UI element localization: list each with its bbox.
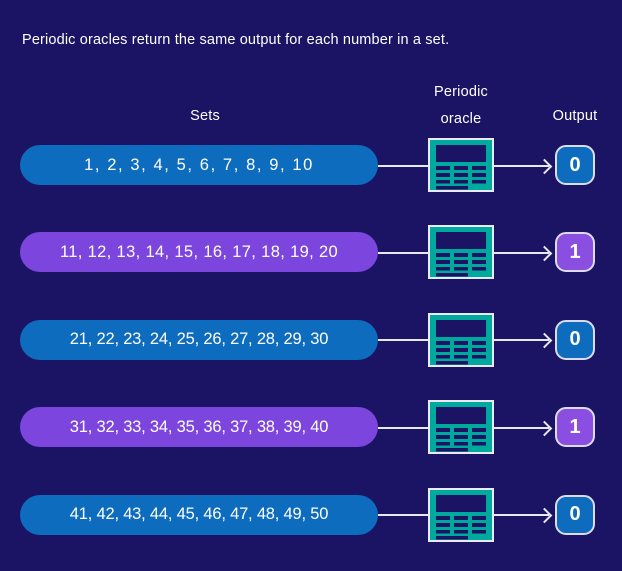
output-badge-value: 0 xyxy=(569,503,581,526)
set-pill-label: 31, 32, 33, 34, 35, 36, 37, 38, 39, 40 xyxy=(69,417,329,436)
set-pill-label: 21, 22, 23, 24, 25, 26, 27, 28, 29, 30 xyxy=(69,330,329,349)
output-badge-value: 0 xyxy=(569,328,581,351)
oracle-table-icon-4[interactable] xyxy=(428,400,494,455)
connector-oracle-to-output xyxy=(493,426,549,429)
set-pill-label: 1, 2, 3, 4, 5, 6, 7, 8, 9, 10 xyxy=(84,155,314,174)
oracle-row-4: 31, 32, 33, 34, 35, 36, 37, 38, 39, 40 1 xyxy=(0,397,622,457)
set-pill-3[interactable]: 21, 22, 23, 24, 25, 26, 27, 28, 29, 30 xyxy=(20,319,378,360)
connector-oracle-to-output xyxy=(493,339,549,342)
connector-oracle-to-output xyxy=(493,251,549,254)
oracle-row-5: 41, 42, 43, 44, 45, 46, 47, 48, 49, 50 0 xyxy=(0,485,622,545)
set-pill-4[interactable]: 31, 32, 33, 34, 35, 36, 37, 38, 39, 40 xyxy=(20,407,378,448)
connector-set-to-oracle xyxy=(378,426,428,429)
connector-set-to-oracle xyxy=(378,251,428,254)
oracle-table-icon-5[interactable] xyxy=(428,487,494,542)
connector-set-to-oracle xyxy=(378,339,428,342)
oracle-table-icon-1[interactable] xyxy=(428,138,494,192)
output-badge-value: 1 xyxy=(569,415,581,438)
connector-oracle-to-output xyxy=(493,514,549,517)
oracle-table-icon-3[interactable] xyxy=(428,312,494,367)
output-badge-3[interactable]: 0 xyxy=(555,319,595,360)
output-badge-2[interactable]: 1 xyxy=(555,232,595,273)
output-badge-1[interactable]: 0 xyxy=(555,145,595,185)
column-header-output: Output xyxy=(552,108,598,124)
set-pill-label: 41, 42, 43, 44, 45, 46, 47, 48, 49, 50 xyxy=(69,505,329,524)
set-pill-5[interactable]: 41, 42, 43, 44, 45, 46, 47, 48, 49, 50 xyxy=(20,494,378,535)
column-header-oracle-line1: Periodic xyxy=(434,84,488,100)
set-pill-1[interactable]: 1, 2, 3, 4, 5, 6, 7, 8, 9, 10 xyxy=(20,145,378,185)
column-header-oracle-line2: oracle xyxy=(440,111,482,127)
oracle-row-2: 11, 12, 13, 14, 15, 16, 17, 18, 19, 20 1 xyxy=(0,222,622,282)
oracle-table-icon-2[interactable] xyxy=(428,225,494,280)
connector-set-to-oracle xyxy=(378,514,428,517)
set-pill-label: 11, 12, 13, 14, 15, 16, 17, 18, 19, 20 xyxy=(59,242,339,261)
output-badge-5[interactable]: 0 xyxy=(555,494,595,535)
oracle-row-3: 21, 22, 23, 24, 25, 26, 27, 28, 29, 30 0 xyxy=(0,310,622,370)
output-badge-value: 0 xyxy=(569,153,581,176)
connector-oracle-to-output xyxy=(493,164,549,167)
column-header-sets: Sets xyxy=(190,108,220,124)
page-title: Periodic oracles return the same output … xyxy=(22,32,450,48)
output-badge-value: 1 xyxy=(569,240,581,263)
column-header-periodic-oracle: Periodic oracle xyxy=(406,79,516,133)
set-pill-2[interactable]: 11, 12, 13, 14, 15, 16, 17, 18, 19, 20 xyxy=(20,232,378,273)
connector-set-to-oracle xyxy=(378,164,428,167)
oracle-row-1: 1, 2, 3, 4, 5, 6, 7, 8, 9, 10 0 xyxy=(0,135,622,195)
output-badge-4[interactable]: 1 xyxy=(555,407,595,448)
